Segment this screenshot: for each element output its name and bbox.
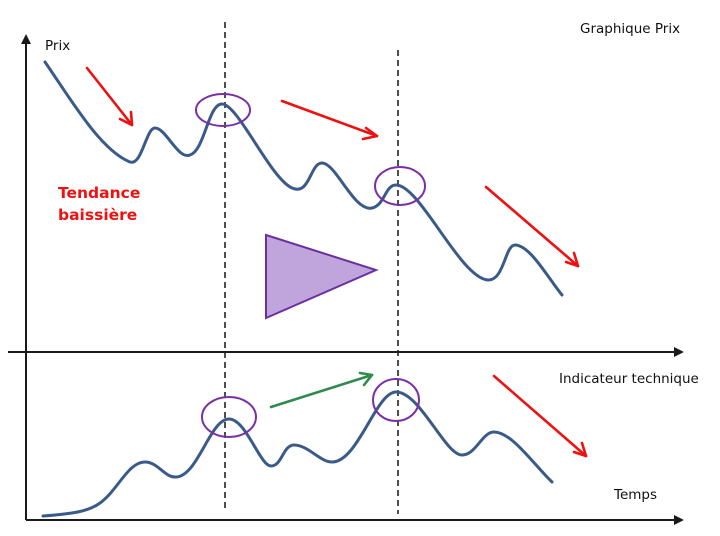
- red-trend-arrows: [85, 66, 588, 458]
- indicator-peak-1-ellipse: [201, 396, 257, 438]
- indicator-peak-2-ellipse: [372, 378, 420, 422]
- price-chart-title: Graphique Prix: [580, 21, 681, 37]
- down-arrow-icon: [85, 66, 134, 127]
- indicator-curve: [41, 390, 554, 518]
- price-curve: [43, 60, 564, 297]
- down-arrow-icon: [484, 185, 580, 268]
- price-peak-2-ellipse: [374, 166, 426, 206]
- highlight-ellipses: [195, 93, 426, 438]
- trend-label-line1: Tendance: [58, 184, 141, 202]
- divergence-triangle: [265, 233, 379, 320]
- trend-label: Tendance baissière: [58, 182, 140, 226]
- axes: [8, 34, 684, 525]
- price-peak-1-ellipse: [195, 93, 251, 127]
- price-axis-label: Prix: [45, 38, 71, 54]
- up-arrow-icon: [269, 371, 374, 409]
- down-arrow-icon: [280, 99, 379, 141]
- down-arrow-icon: [492, 374, 588, 458]
- time-axis-label: Temps: [614, 487, 658, 503]
- indicator-title: Indicateur technique: [559, 371, 699, 387]
- trend-label-line2: baissière: [58, 206, 138, 224]
